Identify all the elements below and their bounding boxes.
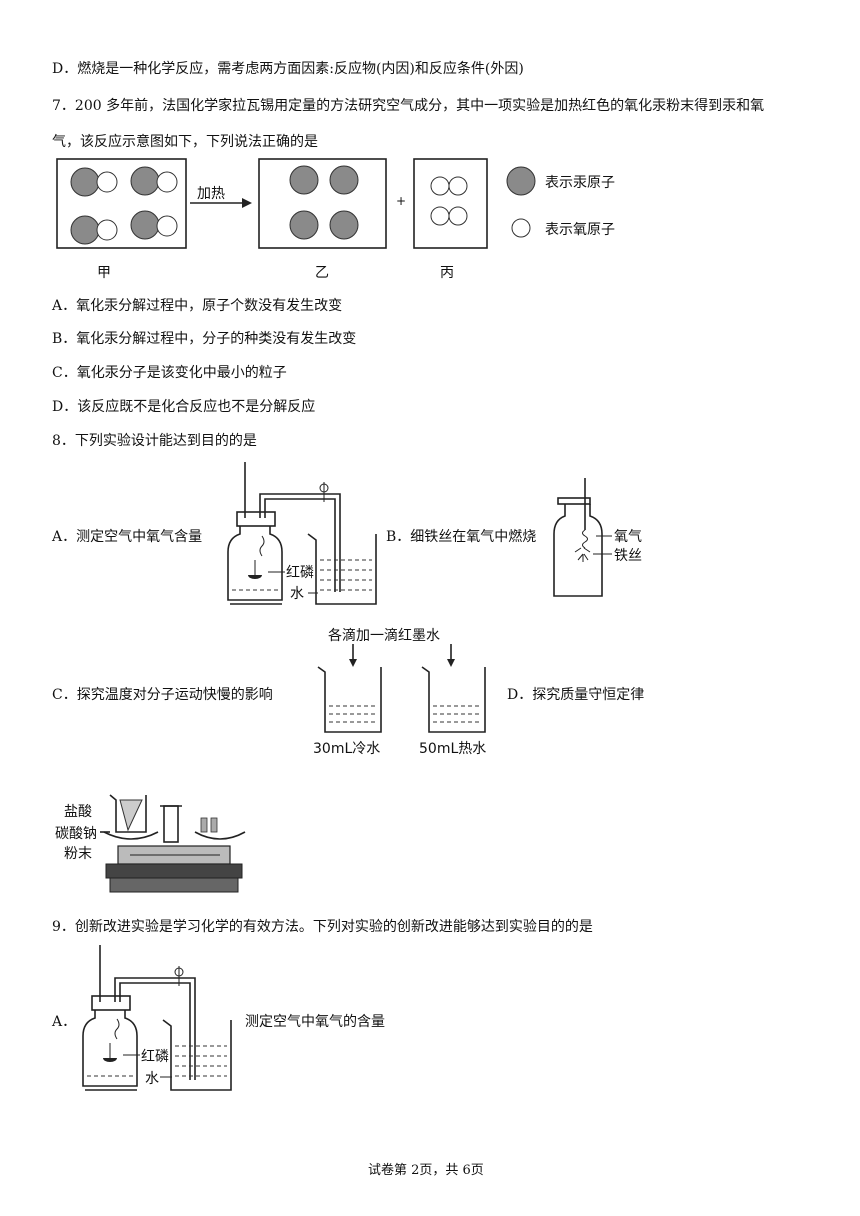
q8c-apparatus [317,644,486,733]
q7-option-c: C．氧化汞分子是该变化中最小的粒子 [52,365,287,381]
q9-option-a: 测定空气中氧气的含量 [245,1014,385,1030]
q9-option-a-letter: A． [52,1014,77,1030]
plus-sign: + [396,194,407,208]
q8b-oxygen-label: 氧气 [614,529,642,545]
q9a-red-phosphorus-label: 红磷 [141,1049,169,1065]
q8-option-a: A．测定空气中氧气含量 [52,529,203,545]
q8-option-d: D．探究质量守恒定律 [507,687,645,703]
q7-option-b: B．氧化汞分解过程中，分子的种类没有发生改变 [52,331,357,347]
page-footer: 试卷第 2页，共 6页 [368,1163,484,1178]
box-bing [413,158,488,249]
q7-option-d: D．该反应既不是化合反应也不是分解反应 [52,399,316,415]
q8c-cold-label: 30mL冷水 [313,741,381,757]
beaker-hot [421,666,486,733]
q9a-apparatus [82,945,232,1091]
q8d-balance-apparatus [100,794,246,893]
q7-reaction-diagram [56,158,536,249]
q6-option-d: D．燃烧是一种化学反应，需考虑两方面因素:反应物(内因)和反应条件(外因) [52,61,524,77]
q8d-powder-label: 粉末 [64,846,92,862]
q8c-hot-label: 50mL热水 [419,741,487,757]
q8d-hcl-label: 盐酸 [64,804,92,820]
q8-option-b: B．细铁丝在氧气中燃烧 [386,529,537,545]
q9a-water-label: 水 [145,1071,159,1087]
box-yi [258,158,387,249]
q7-stem-line2: 气，该反应示意图如下，下列说法正确的是 [52,134,318,150]
label-jia: 甲 [97,265,111,281]
legend-o-circle [511,218,531,238]
q9-stem: 9．创新改进实验是学习化学的有效方法。下列对实验的创新改进能够达到实验目的的是 [52,919,593,935]
legend-o-label: 表示氧原子 [545,222,615,238]
q7-option-a: A．氧化汞分解过程中，原子个数没有发生改变 [52,298,343,314]
q8a-apparatus [227,462,377,605]
label-yi: 乙 [315,265,329,281]
q7-stem-line1: 7．200 多年前，法国化学家拉瓦锡用定量的方法研究空气成分，其中一项实验是加热… [52,98,765,114]
label-bing: 丙 [440,265,454,281]
box-jia [56,158,187,249]
q8a-red-phosphorus-label: 红磷 [286,565,314,581]
q8-stem: 8．下列实验设计能达到目的的是 [52,433,257,449]
q8-option-c: C．探究温度对分子运动快慢的影响 [52,687,273,703]
q8c-top-label: 各滴加一滴红墨水 [328,628,440,644]
q8b-apparatus [553,478,612,597]
legend-hg-label: 表示汞原子 [545,175,615,191]
arrow-label: 加热 [197,186,225,202]
q8d-na2co3-label: 碳酸钠 [55,826,97,842]
beaker-cold [317,666,382,733]
legend-hg-circle [506,166,536,196]
q8b-iron-label: 铁丝 [614,548,642,564]
q8a-water-label: 水 [290,586,304,602]
